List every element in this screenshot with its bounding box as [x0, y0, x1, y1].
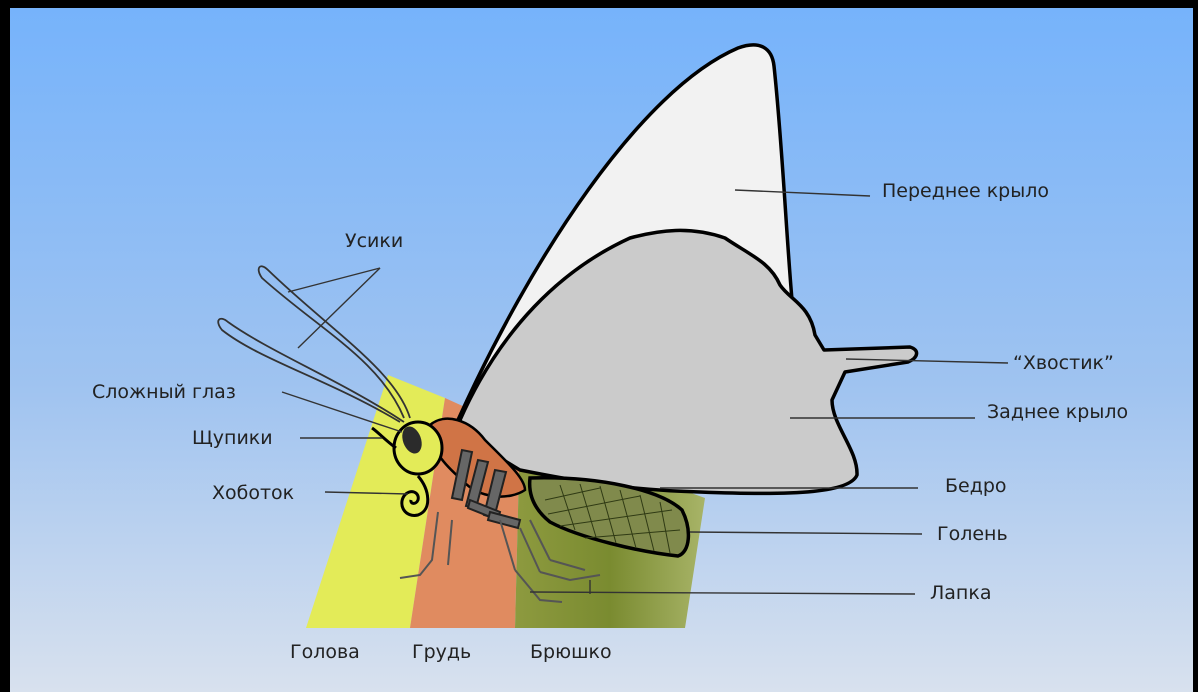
label-hindwing: Заднее крыло [987, 401, 1128, 423]
label-tibia: Голень [937, 523, 1008, 545]
label-compound-eye: Сложный глаз [92, 381, 236, 403]
label-tarsus: Лапка [930, 582, 991, 604]
label-proboscis: Хоботок [212, 482, 294, 504]
label-thorax: Грудь [412, 641, 471, 663]
label-abdomen: Брюшко [530, 641, 612, 663]
label-antennae: Усики [345, 230, 403, 252]
label-head: Голова [290, 641, 360, 663]
label-tail: “Хвостик” [1013, 352, 1114, 374]
label-femur: Бедро [945, 475, 1007, 497]
label-palps: Щупики [192, 427, 273, 449]
label-forewing: Переднее крыло [882, 180, 1049, 202]
